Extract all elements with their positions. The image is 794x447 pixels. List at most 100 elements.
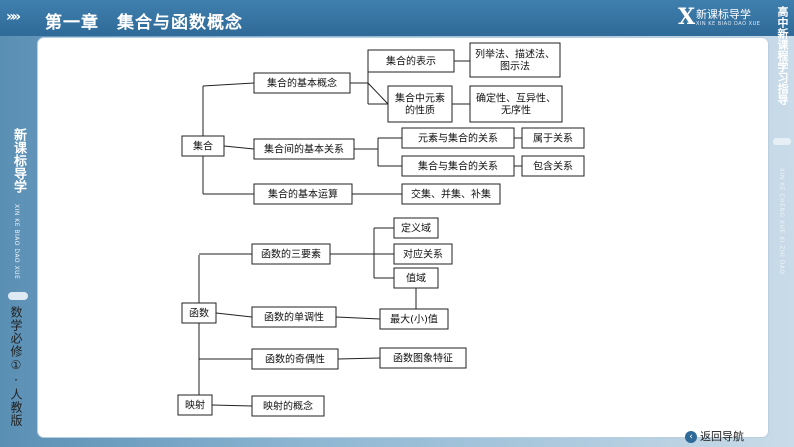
node-box bbox=[253, 138, 355, 160]
node-jbj: 交集、并集、补集 bbox=[401, 183, 501, 205]
node-box bbox=[393, 243, 453, 265]
node-zdz: 最大(小)值 bbox=[379, 308, 449, 330]
node-jihe: 集合 bbox=[181, 135, 225, 157]
node-hs_jo: 函数的奇偶性 bbox=[251, 348, 339, 370]
node-label: 包含关系 bbox=[533, 160, 573, 173]
left-brand-title: 新课标导学 bbox=[11, 128, 26, 193]
logo-letter: X bbox=[678, 4, 696, 30]
node-label: 函数图象特征 bbox=[393, 352, 453, 365]
brand-logo: X 新课标导学 XIN KE BIAO DAO XUE bbox=[678, 4, 788, 32]
node-jh_gx: 集合间的基本关系 bbox=[253, 138, 355, 160]
connector-line bbox=[211, 404, 253, 407]
node-label: 确定性、互异性、 bbox=[476, 92, 556, 105]
node-hs_3: 函数的三要素 bbox=[251, 243, 331, 265]
chevron-arrows-icon: »» bbox=[6, 9, 21, 25]
right-brand-title: 高中新课程学习指导 bbox=[776, 6, 789, 105]
node-bh: 包含关系 bbox=[521, 155, 585, 177]
node-label: 最大(小)值 bbox=[390, 313, 438, 326]
node-label: 函数的单调性 bbox=[264, 311, 324, 324]
connector-line bbox=[202, 82, 255, 87]
back-arrow-icon: ‹ bbox=[685, 431, 697, 443]
node-label: 映射 bbox=[185, 400, 205, 412]
node-box bbox=[469, 85, 563, 123]
node-hanshu: 函数 bbox=[181, 302, 217, 324]
connector-line bbox=[335, 316, 381, 320]
node-box bbox=[379, 347, 467, 369]
concept-map: 集合集合的基本概念集合的表示列举法、描述法、图示法集合中元素的性质确定性、互异性… bbox=[177, 42, 585, 417]
node-label: 映射的概念 bbox=[263, 400, 313, 413]
node-ys_xz: 确定性、互异性、无序性 bbox=[469, 85, 563, 123]
node-box bbox=[469, 42, 561, 78]
logo-text: 新课标导学 bbox=[696, 8, 751, 21]
node-label: 函数 bbox=[189, 307, 209, 320]
node-box bbox=[401, 183, 501, 205]
right-divider-pill bbox=[773, 138, 791, 145]
connector-line bbox=[367, 82, 389, 105]
node-bs_ff: 列举法、描述法、图示法 bbox=[469, 42, 561, 78]
node-sy: 属于关系 bbox=[521, 127, 585, 149]
back-to-nav-button[interactable]: ‹返回导航 bbox=[685, 428, 744, 444]
node-label: 对应关系 bbox=[403, 248, 443, 261]
node-box bbox=[181, 302, 217, 324]
connector-line bbox=[215, 312, 253, 318]
node-box bbox=[253, 72, 351, 94]
left-sidebar: 新课标导学 XIN KE BIAO DAO XUE 数学必修①·人教版 bbox=[0, 36, 36, 447]
node-jh_jh: 集合与集合的关系 bbox=[401, 155, 515, 177]
book-title: 数学必修①·人教版 bbox=[9, 306, 23, 427]
node-label: 定义域 bbox=[401, 222, 431, 235]
node-jh_gn: 集合的基本概念 bbox=[253, 72, 351, 94]
node-box bbox=[253, 183, 353, 205]
node-label: 无序性 bbox=[501, 104, 531, 117]
node-label: 集合中元素 bbox=[395, 92, 445, 105]
node-label: 值域 bbox=[406, 272, 426, 285]
node-label: 列举法、描述法、 bbox=[475, 48, 555, 61]
connector-line bbox=[337, 357, 381, 360]
node-label: 集合与集合的关系 bbox=[418, 160, 498, 173]
node-box bbox=[181, 135, 225, 157]
node-box bbox=[521, 155, 585, 177]
node-box bbox=[251, 395, 325, 417]
node-box bbox=[251, 306, 337, 328]
node-hs_tx: 函数图象特征 bbox=[379, 347, 467, 369]
back-to-nav-label: 返回导航 bbox=[700, 430, 744, 443]
node-label: 函数的奇偶性 bbox=[265, 353, 325, 366]
node-box bbox=[393, 267, 439, 289]
node-label: 的性质 bbox=[405, 104, 435, 117]
node-jh_ys2: 集合的基本运算 bbox=[253, 183, 353, 205]
header-bar: »» 第一章 集合与函数概念 X 新课标导学 XIN KE BIAO DAO X… bbox=[0, 0, 794, 36]
node-box bbox=[251, 348, 339, 370]
node-label: 集合间的基本关系 bbox=[264, 143, 344, 156]
left-brand-pinyin: XIN KE BIAO DAO XUE bbox=[13, 204, 20, 280]
node-label: 交集、并集、补集 bbox=[411, 188, 491, 201]
left-divider-pill bbox=[8, 292, 28, 300]
node-box bbox=[177, 394, 213, 416]
right-brand-pinyin: XIN KE CHENG XUE XI ZHI DAO bbox=[778, 168, 785, 275]
right-sidebar: 高中新课程学习指导 XIN KE CHENG XUE XI ZHI DAO bbox=[770, 0, 794, 447]
node-box bbox=[387, 85, 453, 123]
node-label: 函数的三要素 bbox=[261, 248, 321, 261]
node-label: 属于关系 bbox=[533, 132, 573, 145]
node-ys: 映射 bbox=[177, 394, 213, 416]
logo-pinyin: XIN KE BIAO DAO XUE bbox=[696, 21, 761, 27]
node-label: 元素与集合的关系 bbox=[418, 132, 498, 145]
connector-line bbox=[223, 145, 255, 150]
node-box bbox=[251, 243, 331, 265]
node-ys_jh: 元素与集合的关系 bbox=[401, 127, 515, 149]
node-dygx: 对应关系 bbox=[393, 243, 453, 265]
node-label: 集合的基本概念 bbox=[267, 77, 337, 90]
node-ys_gn: 映射的概念 bbox=[251, 395, 325, 417]
node-box bbox=[367, 49, 455, 73]
node-zy: 值域 bbox=[393, 267, 439, 289]
node-label: 图示法 bbox=[500, 60, 530, 73]
node-box bbox=[521, 127, 585, 149]
node-box bbox=[379, 308, 449, 330]
node-label: 集合的基本运算 bbox=[268, 188, 338, 201]
chapter-title: 第一章 集合与函数概念 bbox=[45, 13, 243, 33]
node-hs_dd: 函数的单调性 bbox=[251, 306, 337, 328]
node-box bbox=[401, 127, 515, 149]
node-box bbox=[393, 217, 439, 239]
node-box bbox=[401, 155, 515, 177]
node-label: 集合的表示 bbox=[386, 55, 436, 68]
node-jh_bs: 集合的表示 bbox=[367, 49, 455, 73]
